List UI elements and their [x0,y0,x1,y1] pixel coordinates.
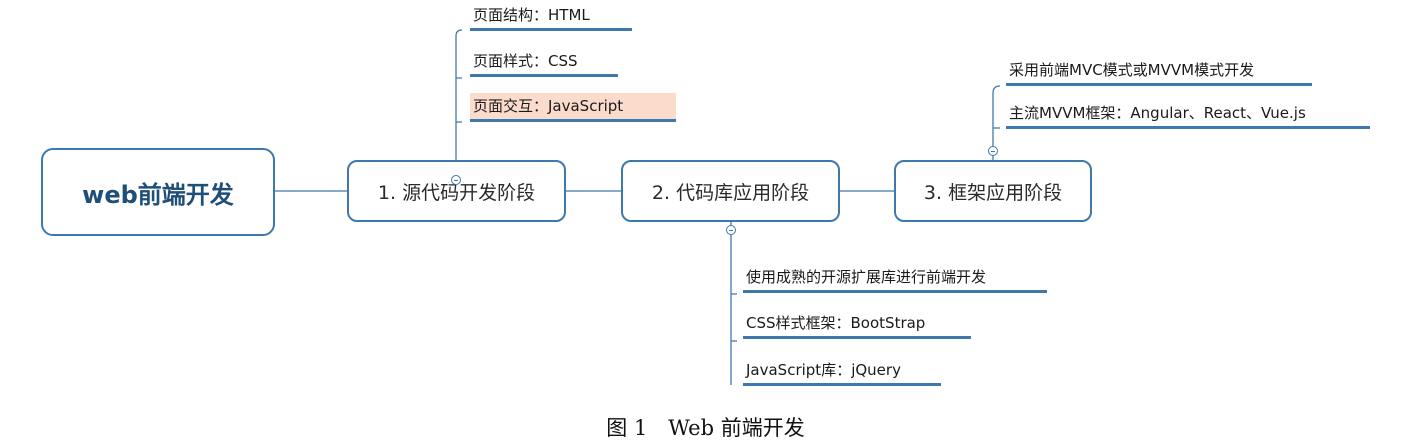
leaf-html-label: 页面结构：HTML [473,6,590,24]
stage-3-label: 3. 框架应用阶段 [923,181,1063,204]
leaf-html[interactable]: 页面结构：HTML [470,2,632,31]
leaf-jquery-label: JavaScript库：jQuery [746,361,901,379]
collapse-minus-icon[interactable] [988,146,998,156]
stage-1-label: 1. 源代码开发阶段 [377,181,536,204]
stage-node-2[interactable]: 2. 代码库应用阶段 [621,160,840,222]
leaf-javascript[interactable]: 页面交互：JavaScript [470,93,676,122]
collapse-minus-icon[interactable] [451,175,461,185]
leaf-open-source-libs-label: 使用成熟的开源扩展库进行前端开发 [746,268,987,286]
leaf-jquery[interactable]: JavaScript库：jQuery [743,357,941,386]
branch-stage2 [730,222,737,385]
figure-caption: 图 1 Web 前端开发 [606,416,805,440]
leaf-css[interactable]: 页面样式：CSS [470,48,618,77]
leaf-mvvm-frameworks[interactable]: 主流MVVM框架：Angular、React、Vue.js [1006,100,1370,129]
stage-2-label: 2. 代码库应用阶段 [651,181,810,204]
leaf-open-source-libs[interactable]: 使用成熟的开源扩展库进行前端开发 [743,264,1047,293]
root-node[interactable]: web前端开发 [41,148,275,236]
leaf-mvc-mvvm[interactable]: 采用前端MVC模式或MVVM模式开发 [1006,57,1312,86]
leaf-mvvm-frameworks-label: 主流MVVM框架：Angular、React、Vue.js [1009,104,1306,122]
stage-node-3[interactable]: 3. 框架应用阶段 [894,160,1092,222]
collapse-minus-icon[interactable] [726,225,736,235]
stage-node-1[interactable]: 1. 源代码开发阶段 [347,160,566,222]
leaf-mvc-mvvm-label: 采用前端MVC模式或MVVM模式开发 [1009,61,1255,79]
leaf-javascript-label: 页面交互：JavaScript [473,97,624,115]
branch-stage3 [992,85,1001,160]
leaf-css-label: 页面样式：CSS [473,52,578,70]
leaf-bootstrap-label: CSS样式框架：BootStrap [746,314,926,332]
branch-stage1 [455,29,463,160]
leaf-bootstrap[interactable]: CSS样式框架：BootStrap [743,310,971,339]
root-label: web前端开发 [82,180,234,209]
